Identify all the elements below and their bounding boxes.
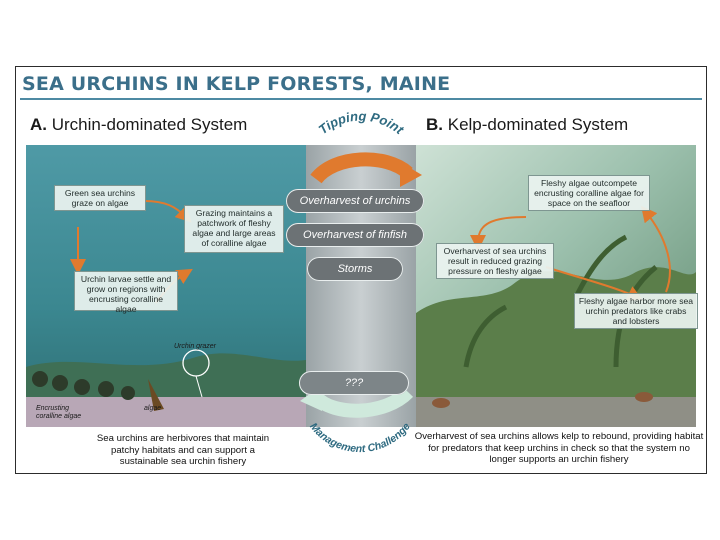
tipping-point-label: Tipping Point <box>316 108 408 137</box>
algae-icon <box>148 379 164 411</box>
tipping-point-arrowhead <box>400 162 422 187</box>
cycle-a-arrow-3 <box>143 200 192 223</box>
driver-storms: Storms <box>307 257 403 281</box>
urchin-cluster <box>32 371 135 400</box>
figure-title: SEA URCHINS IN KELP FORESTS, MAINE <box>22 73 451 95</box>
encrusting-coralline-label: Encrusting coralline algae <box>36 405 82 420</box>
driver-unknown: ??? <box>299 371 409 395</box>
panel-b-label: Kelp-dominated System <box>447 115 629 134</box>
panel-a-coralline-floor <box>26 397 311 427</box>
panel-b-seafloor <box>411 397 696 427</box>
urchin-grazer-icon <box>182 349 210 398</box>
driver-overharvest-urchins: Overharvest of urchins <box>286 189 424 213</box>
cycle-b-arrow-3 <box>641 205 671 293</box>
cycle-b-step-2: Overharvest of sea urchins result in red… <box>436 243 554 279</box>
panel-a-letter: A. <box>30 115 47 134</box>
panel-b-letter: B. <box>426 115 443 134</box>
cycle-a-step-3: Urchin larvae settle and grow on regions… <box>74 271 178 314</box>
panel-b-heading: B. Kelp-dominated System <box>426 115 628 135</box>
caption-a: Sea urchins are herbivores that maintain… <box>96 433 270 467</box>
title-rule <box>20 98 702 100</box>
caption-b: Overharvest of sea urchins allows kelp t… <box>414 431 704 465</box>
urchin-grazer-label: Urchin grazer <box>174 343 217 350</box>
tipping-point-arrow <box>310 152 413 184</box>
panel-a-label: Urchin-dominated System <box>51 115 248 134</box>
management-challenge-arrow <box>310 386 414 418</box>
driver-overharvest-finfish: Overharvest of finfish <box>286 223 424 247</box>
figure-frame: SEA URCHINS IN KELP FORESTS, MAINE A. Ur… <box>15 66 707 474</box>
cycle-b-step-3: Fleshy algae harbor more sea urchin pred… <box>574 293 698 329</box>
algae-label: algae <box>144 405 162 412</box>
cycle-a-step-2: Grazing maintains a patchwork of fleshy … <box>184 205 284 253</box>
cycle-a-step-1: Green sea urchins graze on algae <box>54 185 146 211</box>
panel-a-heading: A. Urchin-dominated System <box>30 115 247 135</box>
cycle-b-arrow-1 <box>470 216 527 251</box>
cycle-b-step-1: Fleshy algae outcompete encrusting coral… <box>528 175 650 211</box>
crab-icon <box>432 392 653 408</box>
